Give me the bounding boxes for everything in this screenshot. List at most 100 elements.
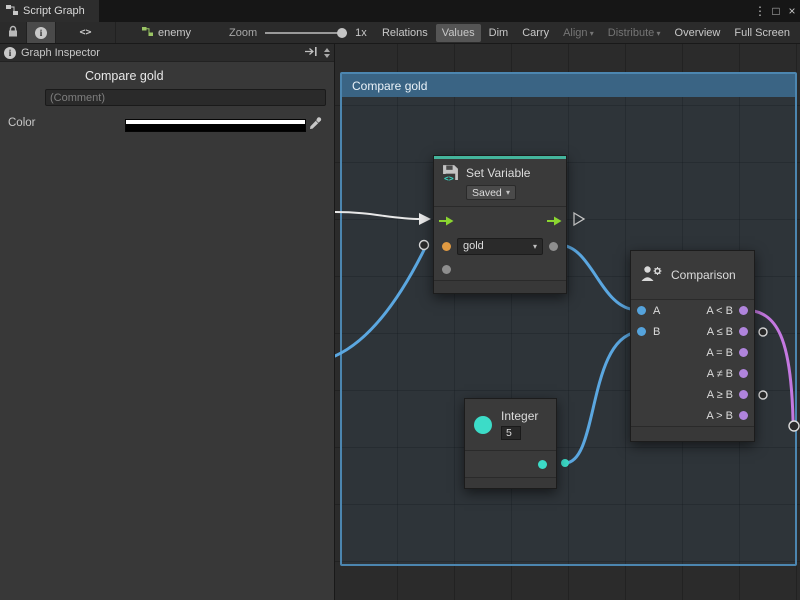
toolbar-button-align[interactable]: Align — [557, 24, 600, 42]
comment-input[interactable] — [45, 89, 326, 106]
graph-asset-icon — [142, 26, 153, 39]
spinner-control[interactable] — [324, 47, 330, 58]
flow-out-port[interactable] — [546, 216, 562, 226]
flow-in-port[interactable] — [438, 216, 454, 226]
wire-value-left[interactable] — [335, 248, 426, 358]
set-variable-title: Set Variable — [466, 165, 531, 180]
port-ring-bottom-right[interactable] — [788, 420, 800, 432]
color-swatch[interactable] — [125, 119, 306, 132]
zoom-label: Zoom — [229, 26, 258, 39]
output-a-gte-b-port[interactable] — [739, 390, 748, 399]
variable-name-port[interactable] — [442, 241, 451, 251]
wire-flow-arrowhead — [419, 213, 431, 225]
graph-canvas[interactable]: Compare gold <> — [335, 44, 800, 600]
toolbar-button-carry[interactable]: Carry — [522, 26, 550, 39]
title-bar: Script Graph ⋮ □ × — [0, 0, 800, 22]
toolbar-button-dim[interactable]: Dim — [488, 26, 509, 39]
value-out-port[interactable] — [549, 241, 558, 251]
toolbar-button-fullscreen[interactable]: Full Screen — [734, 26, 790, 39]
integer-value-field[interactable]: 5 — [501, 426, 521, 440]
spin-up-icon[interactable] — [324, 47, 330, 52]
graph-inspector-panel: i Graph Inspector Compare gold Color — [0, 44, 335, 600]
info-icon: i — [35, 26, 47, 39]
zoom-value: 1x — [355, 26, 367, 39]
lock-icon — [8, 25, 18, 40]
wire-integer-start-dot[interactable] — [561, 459, 569, 467]
node-footer — [434, 280, 566, 293]
group-header[interactable]: Compare gold — [342, 74, 795, 97]
eyedropper-icon[interactable] — [309, 117, 322, 135]
variable-name-dropdown[interactable]: gold — [457, 237, 543, 255]
color-swatch-alpha — [126, 124, 305, 131]
info-icon: i — [4, 46, 16, 59]
wires-layer — [335, 211, 800, 467]
output-a-lte-b-port[interactable] — [739, 327, 748, 336]
code-icon: <> — [79, 27, 92, 38]
integer-header[interactable]: Integer 5 — [465, 399, 556, 450]
input-a-port[interactable] — [637, 306, 646, 315]
tab-script-graph[interactable]: Script Graph — [0, 0, 99, 22]
script-graph-icon — [6, 4, 18, 18]
comparison-title: Comparison — [671, 268, 736, 282]
set-variable-icon: <> — [442, 164, 460, 183]
integer-out-port[interactable] — [538, 459, 547, 469]
graph-name-label: enemy — [158, 26, 192, 39]
wire-setvar-to-a[interactable] — [557, 243, 640, 312]
zoom-control: Zoom 1x — [229, 26, 367, 40]
output-a-eq-b-port[interactable] — [739, 348, 748, 357]
input-b-port[interactable] — [637, 327, 646, 336]
comparison-row: A ≠ B — [631, 363, 754, 384]
close-icon[interactable]: × — [788, 4, 796, 18]
port-ring-setvar-left[interactable] — [418, 239, 430, 251]
port-ring-right-2[interactable] — [758, 390, 768, 400]
value-in-row — [434, 258, 566, 280]
dock-icon[interactable] — [305, 46, 318, 59]
output-a-neq-b-port[interactable] — [739, 369, 748, 378]
comparison-row: B A ≤ B — [631, 321, 754, 342]
toolbar-button-values[interactable]: Values — [435, 23, 481, 42]
zoom-slider-track — [265, 32, 348, 34]
inspector-graph-title: Compare gold — [85, 69, 164, 83]
zoom-slider[interactable] — [265, 26, 348, 40]
maximize-icon[interactable]: □ — [772, 4, 780, 18]
node-footer — [465, 477, 556, 488]
output-label: A < B — [706, 304, 733, 317]
output-label: A ≥ B — [706, 388, 733, 401]
toolbar-button-distribute[interactable]: Distribute — [602, 24, 667, 42]
comparison-header[interactable]: Comparison — [631, 251, 754, 300]
inspector-toggle-button[interactable]: i — [27, 22, 56, 43]
menu-icon[interactable]: ⋮ — [754, 4, 766, 18]
toolbar-button-overview[interactable]: Overview — [674, 26, 721, 39]
window-controls: ⋮ □ × — [752, 0, 800, 22]
output-a-gt-b-port[interactable] — [739, 411, 748, 420]
output-label: A ≠ B — [706, 367, 733, 380]
lock-button[interactable] — [0, 22, 27, 43]
toolbar-button-relations[interactable]: Relations — [381, 26, 428, 39]
code-view-button[interactable]: <> — [56, 22, 116, 43]
value-in-port[interactable] — [442, 264, 451, 274]
input-a-label: A — [653, 304, 661, 317]
wire-integer-to-b[interactable] — [563, 330, 640, 465]
group-compare-gold[interactable]: Compare gold — [340, 72, 797, 566]
set-variable-header[interactable]: <> Set Variable Saved — [434, 159, 566, 206]
variable-scope-dropdown[interactable]: Saved — [466, 185, 516, 200]
wire-flow-in[interactable] — [335, 211, 422, 220]
output-a-lt-b-port[interactable] — [739, 306, 748, 315]
output-label: A = B — [706, 346, 733, 359]
flow-out-triangle[interactable] — [573, 211, 586, 227]
graph-toolbar: i <> enemy Zoom 1x Relations Values Dim … — [0, 22, 800, 44]
comparison-icon — [640, 265, 663, 285]
comparison-row: A > B — [631, 405, 754, 426]
integer-title: Integer — [501, 409, 539, 423]
zoom-slider-handle[interactable] — [337, 27, 348, 38]
node-set-variable[interactable]: <> Set Variable Saved gold — [433, 155, 567, 294]
node-comparison[interactable]: Comparison A A < B B A ≤ B — [630, 250, 755, 442]
node-integer[interactable]: Integer 5 — [464, 398, 557, 489]
toolbar-buttons: Relations Values Dim Carry Align Distrib… — [375, 23, 800, 42]
spin-down-icon[interactable] — [324, 53, 330, 58]
tab-label: Script Graph — [23, 5, 85, 17]
port-ring-right-1[interactable] — [758, 327, 768, 337]
comparison-row: A ≥ B — [631, 384, 754, 405]
graph-breadcrumb[interactable]: enemy — [142, 26, 192, 39]
